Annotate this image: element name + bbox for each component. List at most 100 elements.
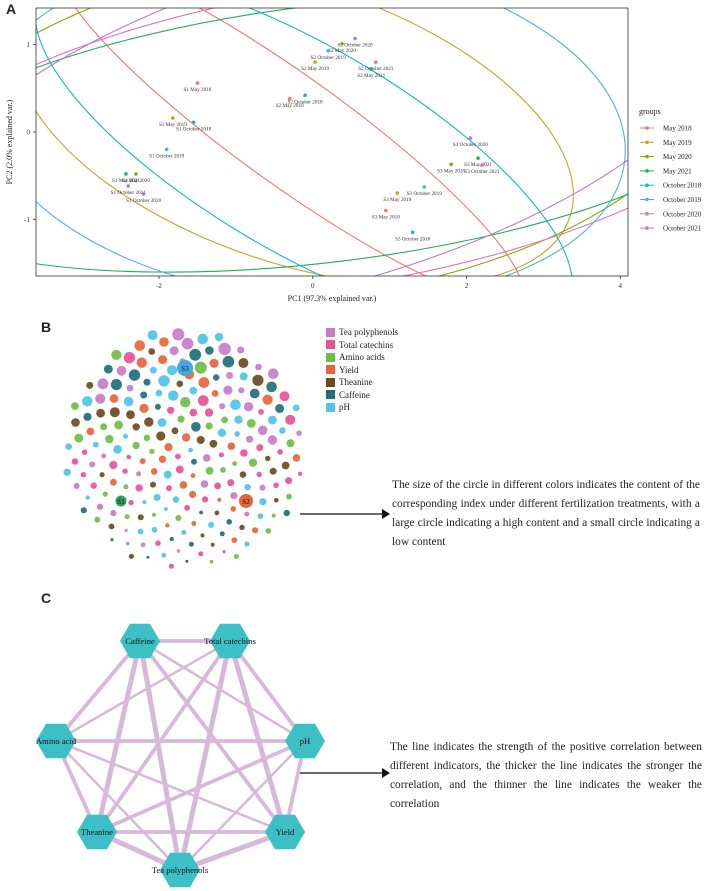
content-bubble — [90, 482, 97, 489]
bubble-legend-label: Amino acids — [339, 352, 385, 363]
content-bubble — [108, 523, 115, 530]
content-bubble — [262, 394, 273, 405]
score-point-label: S1 May 2018 — [183, 87, 211, 93]
content-bubble — [86, 427, 95, 436]
content-bubble — [200, 533, 205, 538]
content-bubble — [274, 498, 279, 503]
content-bubble — [217, 428, 227, 437]
content-bubble — [97, 378, 109, 390]
content-bubble — [102, 491, 108, 497]
bubble-legend-item: pH — [326, 401, 398, 414]
content-bubble — [281, 461, 290, 470]
content-bubble — [181, 433, 191, 442]
content-bubble — [191, 521, 197, 526]
content-bubble — [113, 445, 122, 454]
content-bubble — [238, 387, 245, 394]
content-bubble — [239, 372, 248, 381]
correlation-edge — [228, 639, 307, 743]
content-bubble — [149, 366, 157, 374]
content-bubble — [169, 536, 174, 542]
legend-label: May 2018 — [663, 125, 692, 133]
score-point — [476, 156, 480, 160]
content-bubble — [243, 402, 254, 412]
score-point — [326, 48, 330, 53]
content-bubble — [279, 427, 286, 434]
content-bubble — [135, 484, 143, 492]
bubble-legend-item: Yield — [326, 364, 398, 377]
indicator-node-label: pH — [300, 736, 311, 746]
content-bubble — [188, 447, 194, 453]
content-bubble — [211, 390, 219, 397]
content-bubble — [214, 482, 222, 490]
content-bubble — [230, 492, 238, 500]
group-ellipse — [59, 8, 523, 276]
content-bubble — [210, 542, 215, 547]
indicator-node — [160, 852, 200, 888]
content-bubble — [202, 496, 209, 503]
score-point — [422, 185, 427, 189]
content-bubble — [151, 512, 156, 517]
content-bubble — [126, 384, 134, 392]
content-bubble — [190, 473, 196, 478]
content-bubble — [136, 357, 147, 368]
content-bubble — [268, 368, 279, 379]
content-bubble — [222, 355, 235, 368]
content-bubble — [140, 391, 148, 399]
content-bubble — [123, 396, 134, 407]
content-bubble — [266, 381, 277, 393]
content-bubble — [156, 431, 166, 441]
content-bubble — [158, 375, 170, 387]
content-bubble — [265, 528, 272, 534]
bubble-legend-swatch — [326, 390, 335, 400]
indicator-node-label: Yield — [276, 827, 295, 837]
content-bubble — [111, 349, 122, 360]
content-bubble — [80, 472, 87, 478]
correlation-edge — [138, 639, 287, 834]
content-bubble — [268, 415, 277, 425]
content-bubble — [286, 439, 295, 448]
correlation-edge — [54, 639, 232, 743]
content-bubble — [296, 430, 302, 436]
bubble-legend-item: Theanine — [326, 376, 398, 389]
content-bubble — [124, 514, 130, 520]
bubble-legend-item: Tea polyphenols — [326, 326, 398, 339]
content-bubble — [154, 403, 161, 410]
plot-frame — [35, 7, 629, 277]
content-bubble — [176, 549, 181, 553]
score-point-label: S3 May 2020 — [437, 168, 465, 174]
content-bubble — [166, 485, 172, 492]
content-bubble — [265, 455, 271, 462]
content-bubble — [297, 471, 303, 476]
legend-dot — [645, 154, 649, 159]
content-bubble — [200, 480, 209, 488]
y-axis-label: PC2 (2.0% explained var.) — [5, 99, 14, 184]
content-bubble — [285, 477, 293, 485]
legend-label: October 2020 — [663, 210, 702, 218]
content-bubble — [189, 490, 197, 499]
score-point-label: S3 May 2021 — [464, 162, 492, 168]
score-point — [124, 172, 128, 176]
content-bubble — [217, 497, 222, 502]
score-point — [468, 136, 473, 140]
indicator-node — [285, 723, 325, 759]
content-bubble — [259, 484, 266, 491]
content-bubble — [256, 471, 262, 478]
group-ellipse — [36, 8, 574, 276]
content-bubble — [109, 407, 120, 418]
score-point-label: S2 May 2021 — [357, 73, 385, 79]
content-bubble — [240, 449, 248, 457]
group-ellipse — [36, 8, 628, 273]
content-bubble — [126, 410, 135, 419]
treatment-hub — [239, 494, 253, 508]
content-bubble — [150, 481, 156, 488]
content-bubble — [292, 454, 301, 462]
content-bubble — [123, 433, 128, 439]
content-bubble — [189, 348, 202, 361]
content-bubble — [204, 408, 214, 417]
score-point-label: S1 October 2019 — [149, 153, 185, 159]
content-bubble — [269, 467, 277, 475]
content-bubble — [222, 550, 226, 554]
content-bubble — [175, 515, 182, 521]
